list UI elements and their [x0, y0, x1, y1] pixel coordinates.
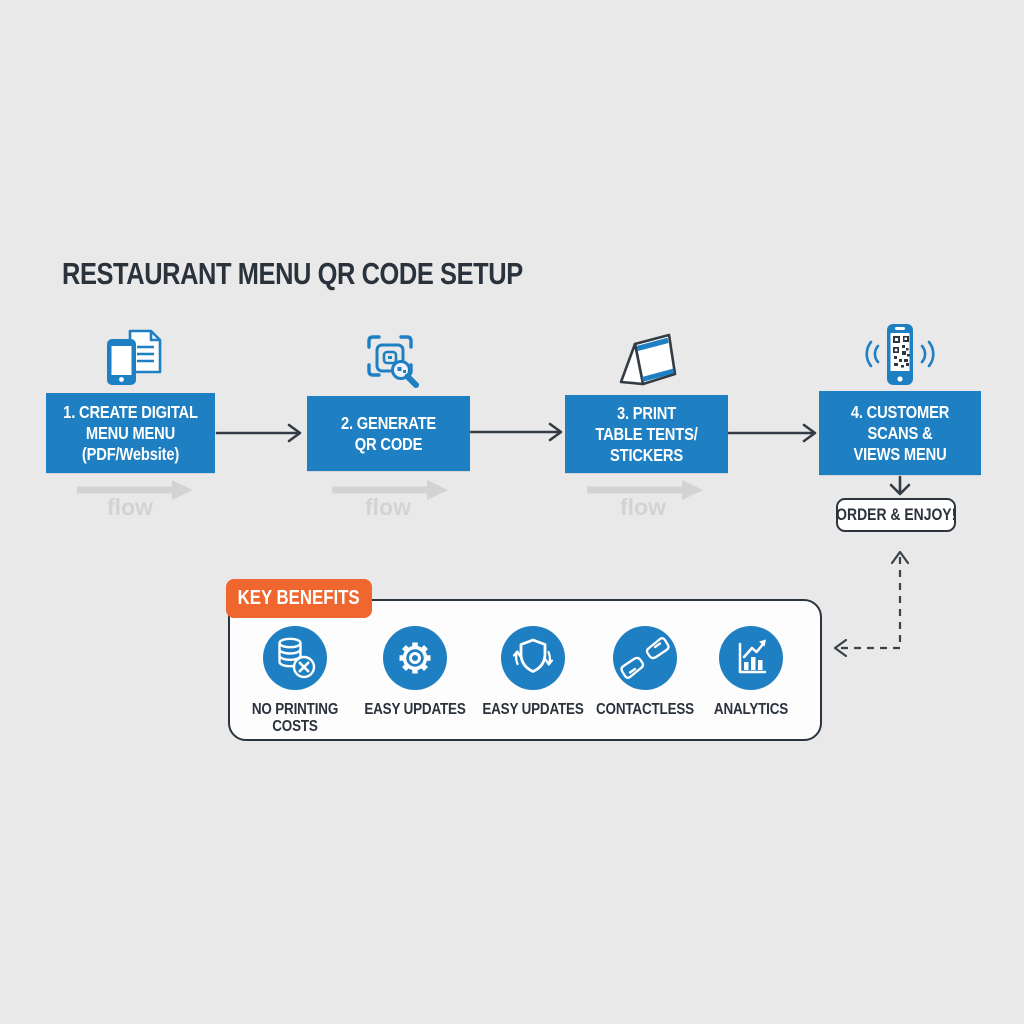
order-enjoy-badge: ORDER & ENJOY!	[836, 498, 956, 532]
benefit-label: CONTACTLESS	[596, 701, 694, 718]
analytics-chart-icon	[719, 626, 783, 695]
shield-refresh-icon	[501, 626, 565, 695]
benefit-contactless: CONTACTLESS	[581, 626, 709, 718]
key-benefits-tab-label: KEY BENEFITS	[238, 587, 360, 609]
step-box-generate-qr-code: 2. GENERATE QR CODE	[307, 396, 470, 471]
benefit-label: EASY UPDATES	[482, 701, 584, 718]
benefits-dashed-connector	[833, 550, 910, 658]
benefit-label: EASY UPDATES	[364, 701, 466, 718]
flow-watermark-label: flow	[620, 494, 666, 520]
no-printing-costs-icon	[263, 626, 327, 695]
benefit-label: ANALYTICS	[713, 701, 789, 718]
step-box-print-table-tents: 3. PRINT TABLE TENTS/ STICKERS	[565, 395, 728, 473]
flow-watermark-label: flow	[365, 494, 411, 520]
key-benefits-tab: KEY BENEFITS	[226, 579, 372, 618]
step-label: 4. CUSTOMER SCANS & VIEWS MENU	[850, 401, 950, 464]
benefit-analytics: ANALYTICS	[687, 626, 815, 718]
contactless-hands-icon	[613, 626, 677, 695]
page-title: RESTAURANT MENU QR CODE SETUP	[62, 256, 523, 291]
tablet-document-icon	[100, 328, 166, 395]
phone-qr-scan-icon	[858, 320, 942, 397]
benefit-easy-updates-gear: EASY UPDATES	[351, 626, 479, 718]
table-tent-icon	[613, 332, 677, 393]
order-enjoy-label: ORDER & ENJOY!	[835, 505, 957, 524]
step-label: 3. PRINT TABLE TENTS/ STICKERS	[595, 402, 698, 465]
step-box-customer-scans: 4. CUSTOMER SCANS & VIEWS MENU	[819, 391, 981, 475]
qr-scan-icon	[362, 330, 422, 397]
benefit-no-printing-costs: NO PRINTING COSTS	[231, 626, 359, 735]
step-label: 1. CREATE DIGITAL MENU MENU (PDF/Website…	[63, 401, 198, 464]
step-box-create-digital-menu: 1. CREATE DIGITAL MENU MENU (PDF/Website…	[46, 393, 215, 473]
step-label: 2. GENERATE QR CODE	[340, 412, 437, 454]
easy-updates-gear-icon	[383, 626, 447, 695]
benefit-easy-updates-shield: EASY UPDATES	[469, 626, 597, 718]
flow-watermark-label: flow	[107, 494, 153, 520]
benefit-label: NO PRINTING COSTS	[251, 701, 339, 735]
